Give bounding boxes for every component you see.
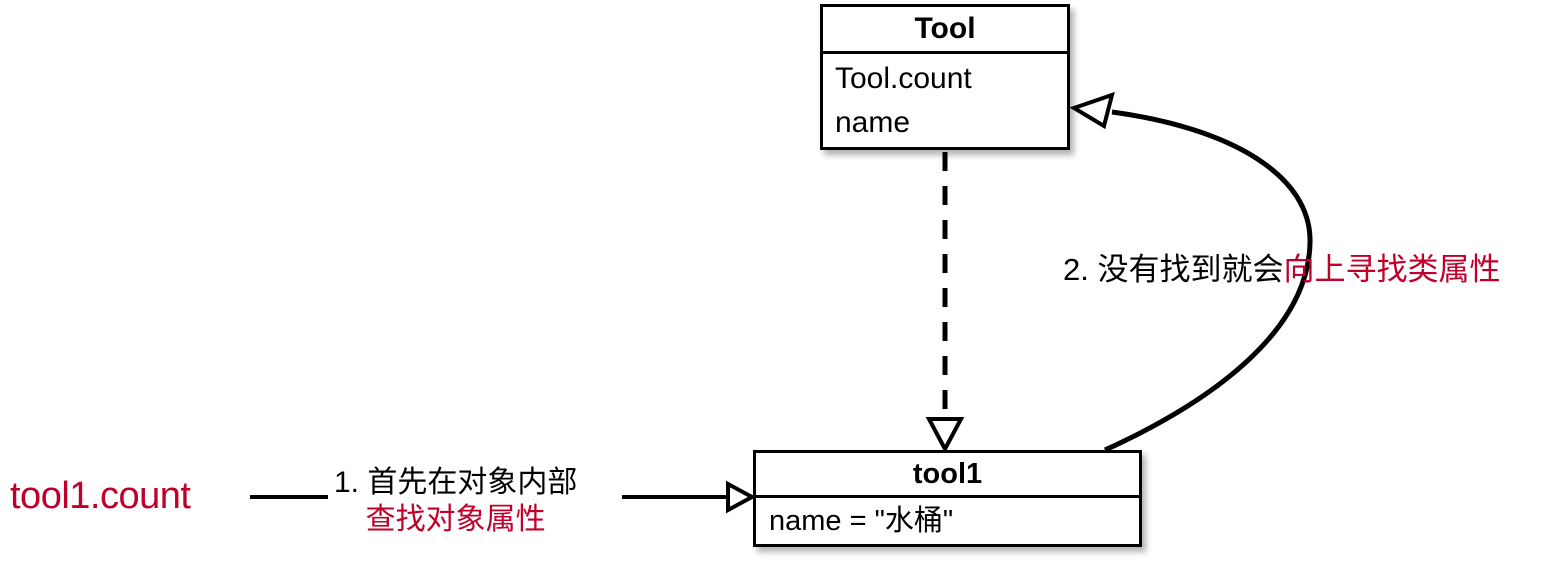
step-2-black-segment: 2. 没有找到就会 <box>1063 252 1284 287</box>
class-attribute-row: Tool.count <box>835 61 972 95</box>
step-1-line-1: 1. 首先在对象内部 <box>334 466 578 499</box>
class-box-attributes: Tool.count name <box>823 54 1067 147</box>
class-box-tool[interactable]: Tool Tool.count name <box>820 4 1070 150</box>
class-box-title: Tool <box>823 7 1067 54</box>
step1-to-object-arrowhead <box>726 480 757 514</box>
expression-label: tool1.count <box>10 475 191 517</box>
step-1-line-2: 查找对象属性 <box>365 503 546 536</box>
step-2-red-segment: 向上寻找类属性 <box>1283 252 1501 287</box>
class-attribute-row: name <box>835 105 911 139</box>
class-to-object-arrowhead <box>925 417 965 454</box>
object-box-title: tool1 <box>756 453 1139 498</box>
step-1-label: 1. 首先在对象内部 查找对象属性 <box>334 464 577 538</box>
object-attribute-row: name = "水桶" <box>769 505 954 537</box>
step-2-label: 2. 没有找到就会向上寻找类属性 <box>1063 251 1500 289</box>
object-box-tool1[interactable]: tool1 name = "水桶" <box>753 450 1142 547</box>
object-to-class-arrowhead <box>1069 91 1115 130</box>
object-box-attributes: name = "水桶" <box>756 498 1139 544</box>
